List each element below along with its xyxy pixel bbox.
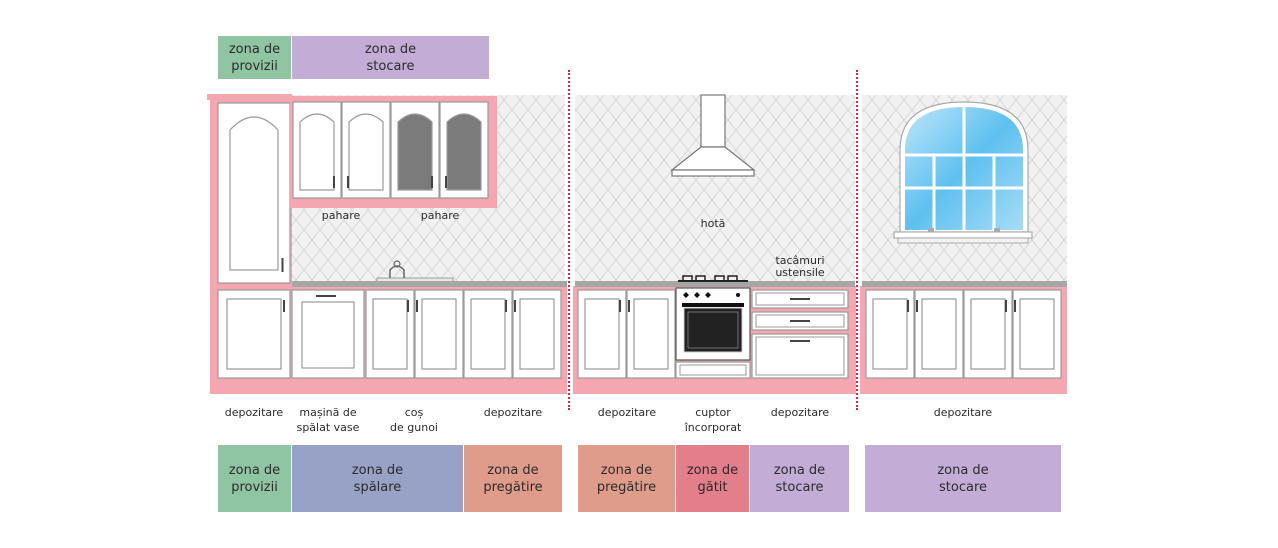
label-pahare-1: pahare (321, 209, 361, 222)
label-depozitare-1: depozitare (224, 406, 284, 419)
bottom-zone-provizii: zona de provizii (218, 445, 291, 512)
tall-pantry-cabinet (207, 94, 292, 286)
label-cos-gunoi: coș de gunoi (390, 406, 438, 434)
top-zone-provizii: zona de provizii (218, 36, 291, 79)
bottom-zone-pregatire-2: zona de pregătire (578, 445, 675, 512)
bottom-zone-pregatire-1: zona de pregătire (464, 445, 562, 512)
label-cuptor: cuptor încorporat (684, 406, 742, 434)
top-zone-stocare: zona de stocare (292, 36, 489, 79)
label-depozitare-3: depozitare (597, 406, 657, 419)
section-divider-2 (856, 70, 858, 410)
bottom-zone-gatit: zona de gătit (676, 445, 749, 512)
base-cabinets-middle (573, 275, 856, 394)
bottom-zone-spalare: zona de spălare (292, 445, 463, 512)
section-divider-1 (568, 70, 570, 410)
upper-cabinets (290, 96, 497, 208)
bottom-zone-stocare-1: zona de stocare (750, 445, 849, 512)
label-depozitare-2: depozitare (483, 406, 543, 419)
label-tacamuri: tacâmuri ustensile (775, 254, 825, 279)
base-cabinets-left (210, 281, 567, 394)
label-masina-spalat: mașină de spălat vase (296, 406, 360, 434)
window (893, 101, 1033, 244)
bottom-zone-stocare-2: zona de stocare (865, 445, 1061, 512)
label-depozitare-5: depozitare (933, 406, 993, 419)
range-hood (670, 94, 756, 177)
label-hota: hotă (700, 217, 726, 230)
base-cabinets-right (860, 281, 1067, 394)
label-pahare-2: pahare (420, 209, 460, 222)
label-depozitare-4: depozitare (770, 406, 830, 419)
